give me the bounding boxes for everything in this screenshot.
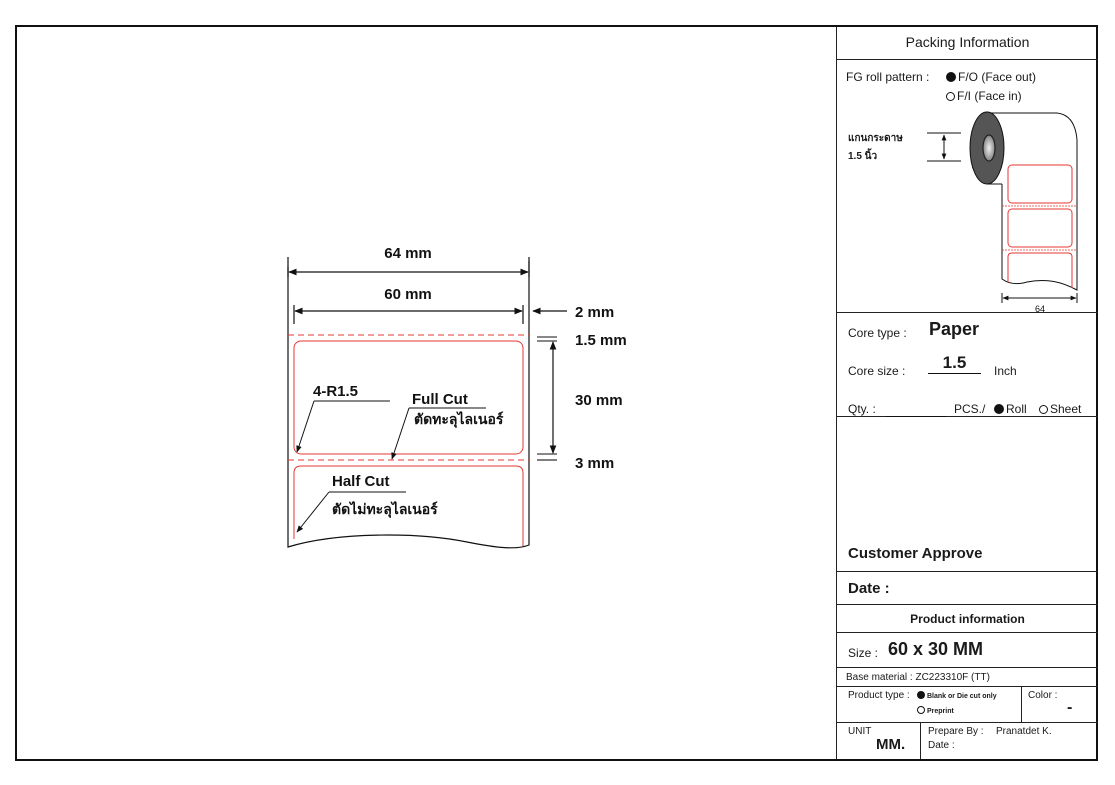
core-row: Core type : Paper Core size : 1.5 Inch Q… <box>837 313 1098 417</box>
product-title-row: Product information <box>837 605 1098 633</box>
type-option-blank[interactable]: Blank or Die cut only <box>917 691 997 700</box>
label-drawing: 64 mm 60 mm 2 mm 1.5 mm 30 mm 3 <box>17 27 837 759</box>
unit-row: UNIT MM. Prepare By : Pranatdet K. Date … <box>837 723 1098 759</box>
half-cut-thai: ตัดไม่ทะลุไลเนอร์ <box>332 500 438 518</box>
radio-empty-icon <box>946 92 955 101</box>
info-panel: Packing Information FG roll pattern : F/… <box>836 27 1098 759</box>
unit-label: UNIT <box>848 726 872 737</box>
core-size-unit: Inch <box>994 364 1017 378</box>
drawing-frame: 64 mm 60 mm 2 mm 1.5 mm 30 mm 3 <box>15 25 1098 761</box>
unit-value: MM. <box>876 736 906 753</box>
dim-60-text: 60 mm <box>384 286 432 303</box>
roll-width-text: 64 <box>1035 304 1045 313</box>
qty-input[interactable] <box>886 402 946 417</box>
prepare-by-value: Pranatdet K. <box>996 726 1052 737</box>
full-cut-text: Full Cut <box>412 391 468 408</box>
option-sheet[interactable]: Sheet <box>1039 402 1081 416</box>
half-cut-text: Half Cut <box>332 473 390 490</box>
dim-1-5-text: 1.5 mm <box>575 332 627 349</box>
label-2-outline <box>293 465 524 546</box>
pcs-label: PCS./ <box>954 402 986 416</box>
prepare-by-label: Prepare By : <box>928 726 984 737</box>
unit-divider <box>920 723 921 759</box>
dim-2-text: 2 mm <box>575 304 614 321</box>
product-type-label: Product type : <box>848 690 910 701</box>
color-label: Color : <box>1028 690 1058 701</box>
full-cut-thai: ตัดทะลุไลเนอร์ <box>414 410 504 428</box>
core-type-label: Core type : <box>848 326 907 340</box>
customer-approve-row: Customer Approve <box>837 417 1098 572</box>
type-option-preprint[interactable]: Preprint <box>917 706 954 715</box>
packing-row: FG roll pattern : F/O (Face out) F/I (Fa… <box>837 60 1098 313</box>
packing-title-row: Packing Information <box>837 27 1098 60</box>
roll-illustration: 64 <box>927 111 1078 313</box>
dim-3-text: 3 mm <box>575 455 614 472</box>
dim-64-text: 64 mm <box>384 245 432 262</box>
liner-outline <box>287 295 530 549</box>
packing-title: Packing Information <box>905 34 1030 50</box>
core-type-value: Paper <box>929 319 980 339</box>
radio-empty-icon <box>1039 405 1048 414</box>
full-cut-leader <box>391 407 410 460</box>
prepare-date-label: Date : <box>928 740 955 751</box>
product-size-row: Size : 60 x 30 MM <box>837 633 1098 668</box>
base-material-row: Base material : ZC223310F (TT) <box>837 668 1098 687</box>
radio-filled-icon <box>946 72 956 82</box>
core-size-label: Core size : <box>848 364 906 378</box>
option-face-out[interactable]: F/O (Face out) <box>946 70 1036 84</box>
product-type-row: Product type : Blank or Die cut only Pre… <box>837 687 1098 723</box>
qty-label: Qty. : <box>848 402 876 416</box>
option-roll[interactable]: Roll <box>994 402 1027 416</box>
product-size-label: Size : <box>848 646 879 660</box>
customer-approve-label: Customer Approve <box>848 545 983 562</box>
approve-date-row[interactable]: Date : <box>837 572 1098 605</box>
fg-roll-pattern-label: FG roll pattern : <box>846 70 930 84</box>
core-size-value[interactable]: 1.5 <box>928 353 981 374</box>
core-note-thai: แกนกระดาษ <box>848 133 903 144</box>
corner-radius-text: 4-R1.5 <box>313 383 358 400</box>
option-face-in[interactable]: F/I (Face in) <box>946 89 1022 103</box>
radio-filled-icon <box>917 691 925 699</box>
type-color-divider <box>1021 687 1022 723</box>
half-cut-leader <box>296 491 330 533</box>
product-size-value: 60 x 30 MM <box>888 639 984 659</box>
color-value: - <box>1067 699 1073 716</box>
product-title: Product information <box>910 612 1025 626</box>
radio-empty-icon <box>917 706 925 714</box>
label-drawing-svg: 64 mm 60 mm 2 mm 1.5 mm 30 mm 3 <box>287 245 627 549</box>
base-material: Base material : ZC223310F (TT) <box>846 672 990 683</box>
dim-30-text: 30 mm <box>575 392 623 409</box>
label-1-outline <box>293 340 524 455</box>
corner-radius-leader <box>296 400 315 453</box>
core-note-size: 1.5 นิ้ว <box>848 151 878 162</box>
approve-date-label: Date : <box>848 580 890 597</box>
radio-filled-icon <box>994 404 1004 414</box>
